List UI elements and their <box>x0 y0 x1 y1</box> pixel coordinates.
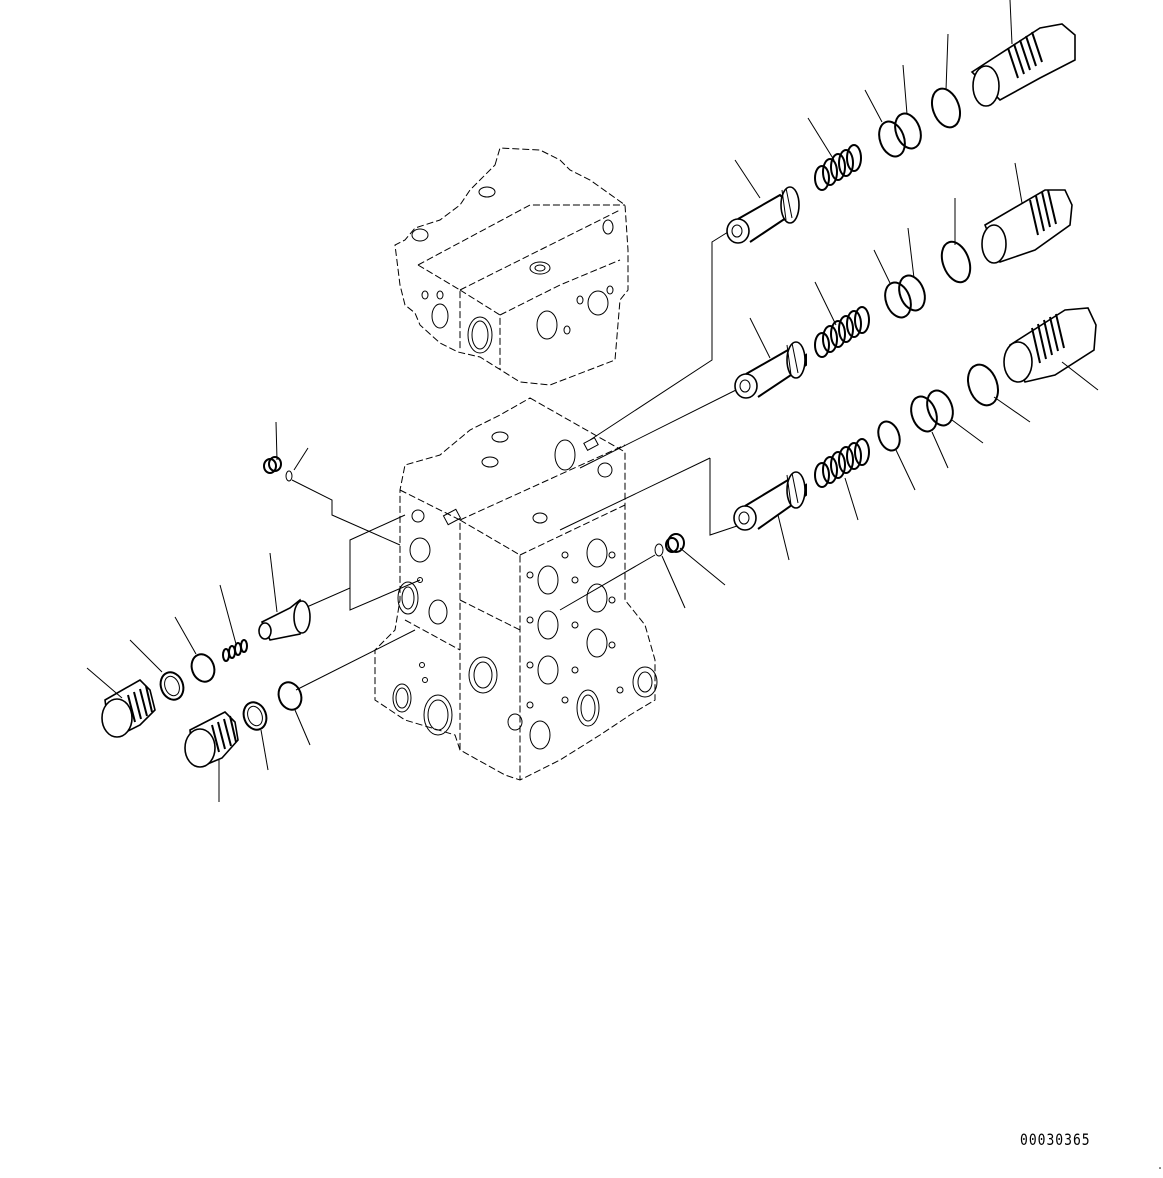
o-ring <box>940 240 972 284</box>
poppet <box>734 317 807 399</box>
spring <box>814 438 870 521</box>
left-top-group <box>263 421 309 482</box>
guide-lines <box>291 231 741 691</box>
plug-sleeve <box>981 162 1073 264</box>
backup-ring <box>898 274 926 312</box>
plug-sleeve <box>1003 307 1099 391</box>
left-bottom-group <box>184 681 311 802</box>
washer <box>159 671 185 701</box>
backup-ring <box>894 112 922 150</box>
poppet <box>733 471 807 561</box>
reference-valve-body <box>394 147 629 386</box>
washer <box>242 701 268 731</box>
o-ring <box>967 363 999 407</box>
drawing-number: 00030365 <box>1020 1131 1091 1150</box>
plug-sleeve <box>970 0 1076 107</box>
ring <box>877 420 901 452</box>
spring <box>219 584 248 662</box>
small-o-ring <box>654 543 664 557</box>
plug <box>184 711 239 802</box>
o-ring <box>277 681 303 711</box>
spring <box>814 281 870 358</box>
ring <box>884 281 912 319</box>
o-ring <box>930 87 962 129</box>
check-valve <box>258 552 311 641</box>
plug <box>86 667 156 738</box>
relief-valve-row-2 <box>734 162 1073 399</box>
relief-valve-row-3 <box>733 307 1099 561</box>
backup-ring <box>910 395 938 433</box>
main-valve-body <box>374 397 658 781</box>
left-check-group <box>86 552 311 738</box>
ring <box>878 120 906 158</box>
small-plug <box>667 533 685 553</box>
o-ring <box>190 653 216 683</box>
spring <box>807 117 862 191</box>
poppet <box>726 159 800 244</box>
relief-valve-row-1 <box>726 0 1076 244</box>
right-small-group <box>654 533 726 609</box>
small-o-ring <box>285 470 293 482</box>
